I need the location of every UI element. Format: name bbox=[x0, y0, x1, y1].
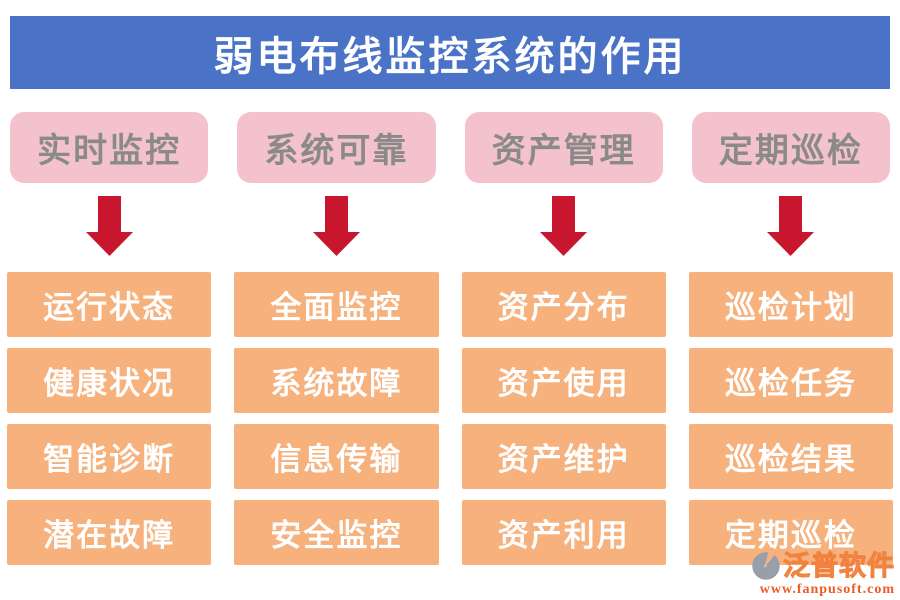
item-box: 定期巡检 bbox=[688, 500, 893, 565]
item-box: 资产利用 bbox=[461, 500, 666, 565]
category-header: 资产管理 bbox=[464, 112, 663, 183]
column-periodic-inspection: 定期巡检 巡检计划 巡检任务 巡检结果 定期巡检 bbox=[688, 112, 893, 565]
item-box: 巡检结果 bbox=[688, 424, 893, 489]
down-arrow-icon bbox=[540, 196, 588, 256]
category-header: 实时监控 bbox=[10, 112, 209, 183]
diagram-title: 弱电布线监控系统的作用 bbox=[10, 16, 890, 89]
down-arrow-icon bbox=[767, 196, 815, 256]
item-box: 潜在故障 bbox=[7, 500, 212, 565]
watermark-url: www.fanpusoft.com bbox=[759, 582, 895, 597]
category-header: 系统可靠 bbox=[237, 112, 436, 183]
item-box: 巡检计划 bbox=[688, 272, 893, 337]
item-box: 巡检任务 bbox=[688, 348, 893, 413]
column-realtime-monitoring: 实时监控 运行状态 健康状况 智能诊断 潜在故障 bbox=[7, 112, 212, 565]
columns-row: 实时监控 运行状态 健康状况 智能诊断 潜在故障 系统可靠 全面监控 系统故障 … bbox=[7, 112, 893, 565]
category-header: 定期巡检 bbox=[691, 112, 890, 183]
item-box: 资产使用 bbox=[461, 348, 666, 413]
fanpu-logo-icon bbox=[752, 552, 780, 580]
item-box: 智能诊断 bbox=[7, 424, 212, 489]
down-arrow-icon bbox=[312, 196, 360, 256]
item-box: 资产维护 bbox=[461, 424, 666, 489]
column-system-reliability: 系统可靠 全面监控 系统故障 信息传输 安全监控 bbox=[234, 112, 439, 565]
item-box: 系统故障 bbox=[234, 348, 439, 413]
item-box: 资产分布 bbox=[461, 272, 666, 337]
column-asset-management: 资产管理 资产分布 资产使用 资产维护 资产利用 bbox=[461, 112, 666, 565]
item-box: 运行状态 bbox=[7, 272, 212, 337]
watermark-brand: 泛普软件 bbox=[783, 550, 895, 581]
item-box: 安全监控 bbox=[234, 500, 439, 565]
item-box: 全面监控 bbox=[234, 272, 439, 337]
down-arrow-icon bbox=[85, 196, 133, 256]
watermark: 泛普软件 www.fanpusoft.com bbox=[751, 551, 895, 597]
item-box: 健康状况 bbox=[7, 348, 212, 413]
item-box: 信息传输 bbox=[234, 424, 439, 489]
